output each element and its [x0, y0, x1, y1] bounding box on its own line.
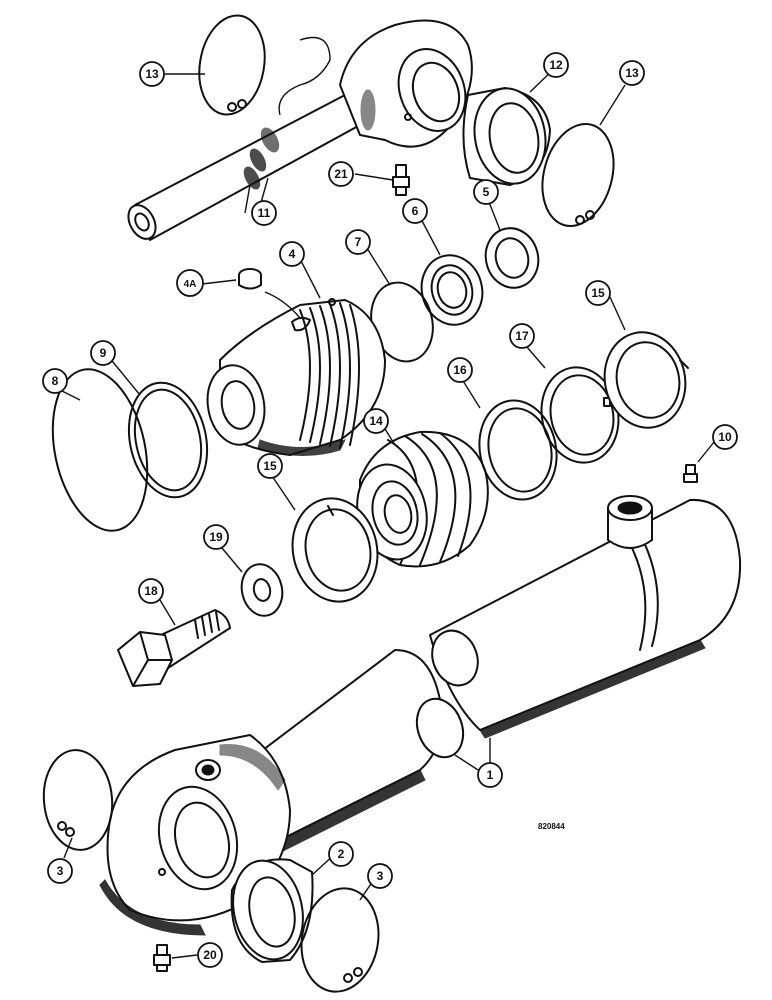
callout-18: 18 — [138, 578, 164, 604]
svg-text:9: 9 — [100, 346, 107, 360]
plug-4a — [238, 268, 301, 319]
callout-5: 5 — [473, 179, 499, 205]
svg-text:13: 13 — [625, 66, 639, 80]
svg-text:15: 15 — [591, 286, 605, 300]
grease-fitting-21 — [392, 164, 410, 196]
callout-4a: 4A — [176, 269, 204, 297]
callout-14: 14 — [363, 408, 389, 434]
snap-ring-lower-right — [300, 887, 380, 993]
svg-text:4: 4 — [289, 247, 296, 261]
snap-ring-left — [198, 14, 266, 116]
svg-text:3: 3 — [377, 869, 384, 883]
svg-text:6: 6 — [412, 204, 419, 218]
callout-3-right: 3 — [367, 863, 393, 889]
piston-rod — [127, 19, 473, 241]
wiper-seal — [484, 227, 540, 289]
snap-ring-right — [541, 123, 615, 227]
callout-10: 10 — [712, 424, 738, 450]
callout-2: 2 — [328, 841, 354, 867]
wear-ring-lower — [291, 497, 379, 603]
svg-text:11: 11 — [258, 206, 271, 220]
callout-3-left: 3 — [47, 858, 73, 884]
callout-12: 12 — [543, 52, 569, 78]
grease-fitting-20 — [153, 944, 171, 972]
callout-6: 6 — [402, 198, 428, 224]
svg-text:14: 14 — [369, 414, 383, 428]
rod-seal — [420, 254, 484, 326]
svg-text:21: 21 — [334, 167, 348, 181]
backup-ring-9 — [127, 381, 209, 499]
grease-fitting-10 — [683, 464, 698, 483]
svg-text:13: 13 — [145, 67, 159, 81]
svg-text:12: 12 — [549, 58, 563, 72]
bolt — [117, 609, 231, 687]
gland — [206, 298, 386, 456]
svg-text:20: 20 — [203, 948, 217, 962]
callout-9: 9 — [90, 340, 116, 366]
callout-16: 16 — [447, 357, 473, 383]
svg-text:8: 8 — [52, 374, 59, 388]
callout-20: 20 — [197, 942, 223, 968]
snap-ring-lower-left — [42, 749, 114, 851]
svg-text:19: 19 — [209, 530, 223, 544]
svg-text:4A: 4A — [184, 279, 197, 290]
svg-text:15: 15 — [263, 459, 277, 473]
o-ring-8 — [51, 368, 149, 532]
figure-reference: 820844 — [538, 822, 565, 831]
callout-15-lower: 15 — [257, 453, 283, 479]
svg-text:3: 3 — [57, 864, 64, 878]
callout-15-upper: 15 — [585, 280, 611, 306]
callout-4: 4 — [279, 241, 305, 267]
callout-8: 8 — [42, 368, 68, 394]
callout-17: 17 — [509, 323, 535, 349]
svg-text:2: 2 — [338, 847, 345, 861]
svg-text:10: 10 — [718, 430, 732, 444]
bushing-bottom — [230, 858, 314, 963]
svg-text:5: 5 — [483, 185, 490, 199]
svg-text:7: 7 — [355, 235, 362, 249]
svg-text:1: 1 — [487, 768, 494, 782]
callout-11: 11 — [251, 200, 277, 226]
svg-text:18: 18 — [144, 584, 158, 598]
svg-text:17: 17 — [515, 329, 529, 343]
wear-ring-upper — [603, 331, 689, 429]
callout-19: 19 — [203, 524, 229, 550]
callout-21: 21 — [328, 161, 354, 187]
svg-text:16: 16 — [453, 363, 467, 377]
bushing-top — [462, 87, 551, 186]
callout-13-right: 13 — [619, 60, 645, 86]
callout-1: 1 — [477, 762, 503, 788]
callout-13-left: 13 — [139, 61, 165, 87]
washer — [240, 563, 284, 617]
callout-7: 7 — [345, 229, 371, 255]
